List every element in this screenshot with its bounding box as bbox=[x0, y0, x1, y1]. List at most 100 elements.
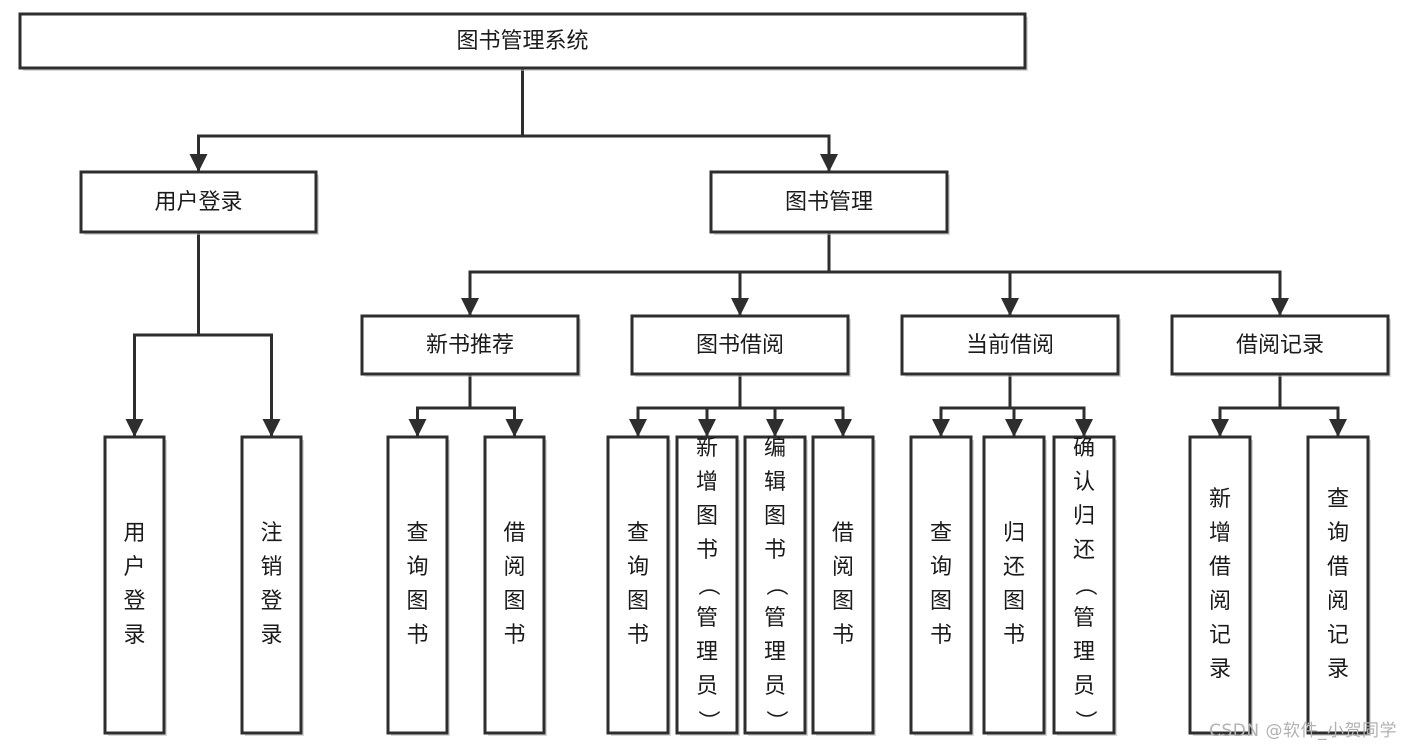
node-label-char: 查 bbox=[1327, 487, 1349, 512]
node-current-borrow[interactable]: 当前借阅 bbox=[900, 314, 1121, 377]
node-label: 图书管理系统 bbox=[456, 29, 588, 54]
arrow-head-icon bbox=[1271, 298, 1289, 316]
node-box[interactable] bbox=[709, 170, 949, 234]
node-label-char: ） bbox=[695, 710, 720, 732]
node-root[interactable]: 图书管理系统 bbox=[18, 12, 1028, 71]
node-new-book-recommend[interactable]: 新书推荐 bbox=[360, 314, 581, 377]
node-box[interactable] bbox=[1052, 435, 1116, 735]
arrow-head-icon bbox=[731, 298, 749, 316]
node-label-char: 书 bbox=[503, 623, 525, 648]
node-label-char: 编 bbox=[764, 436, 786, 461]
node-label: 图书管理 bbox=[785, 190, 873, 215]
node-borrow-record[interactable]: 借阅记录 bbox=[1170, 314, 1391, 377]
node-label-char: ） bbox=[1072, 710, 1097, 732]
node-label-char: 认 bbox=[1073, 470, 1095, 495]
node-label: 图书借阅 bbox=[696, 333, 784, 358]
arrow-head-icon bbox=[125, 419, 144, 437]
node-label-char: （ bbox=[1072, 574, 1097, 596]
node-label-char: 理 bbox=[1073, 640, 1095, 665]
node-box[interactable] bbox=[1188, 435, 1252, 735]
node-box[interactable] bbox=[240, 435, 303, 735]
node-box[interactable] bbox=[675, 435, 739, 735]
node-box[interactable] bbox=[982, 435, 1046, 735]
node-label-char: 书 bbox=[1003, 623, 1025, 648]
nodes-layer: 图书管理系统用户登录图书管理新书推荐图书借阅当前借阅借阅记录用户登录注销登录查询… bbox=[18, 12, 1391, 736]
node-label-char: 销 bbox=[260, 555, 282, 580]
arrow-head-icon bbox=[189, 154, 208, 172]
node-label-char: 阅 bbox=[1209, 589, 1231, 614]
node-label-char: 借 bbox=[832, 521, 854, 546]
node-label-char: 书 bbox=[627, 623, 649, 648]
node-box[interactable] bbox=[103, 435, 166, 735]
node-label-char: 图 bbox=[832, 589, 854, 614]
arrow-head-icon bbox=[629, 419, 647, 437]
node-label-char: 员 bbox=[1073, 674, 1095, 699]
node-label-char: 管 bbox=[764, 606, 786, 631]
node-box[interactable] bbox=[18, 12, 1027, 70]
node-box[interactable] bbox=[630, 314, 850, 376]
arrow-head-icon bbox=[1075, 419, 1093, 437]
node-user-login[interactable]: 用户登录 bbox=[79, 170, 319, 235]
node-box[interactable] bbox=[743, 435, 807, 735]
node-label-char: 录 bbox=[1209, 657, 1231, 682]
node-label-char: 归 bbox=[1003, 521, 1025, 546]
node-box[interactable] bbox=[483, 435, 546, 735]
node-box[interactable] bbox=[386, 435, 449, 735]
node-label-char: 书 bbox=[696, 538, 718, 563]
node-label-char: 书 bbox=[930, 623, 952, 648]
node-book-borrow[interactable]: 图书借阅 bbox=[630, 314, 851, 377]
node-label-char: 辑 bbox=[764, 470, 786, 495]
node-box[interactable] bbox=[1170, 314, 1390, 376]
node-label-char: 归 bbox=[1073, 504, 1095, 529]
arrow-head-icon bbox=[1001, 298, 1019, 316]
arrow-head-icon bbox=[262, 419, 281, 437]
node-label-char: 书 bbox=[406, 623, 428, 648]
node-box[interactable] bbox=[360, 314, 580, 376]
arrow-head-icon bbox=[1329, 419, 1347, 437]
node-label-char: 图 bbox=[696, 504, 718, 529]
node-box[interactable] bbox=[79, 170, 318, 234]
node-label-char: 还 bbox=[1073, 538, 1095, 563]
node-label-char: 借 bbox=[503, 521, 525, 546]
node-box[interactable] bbox=[606, 435, 670, 735]
node-label-char: 查 bbox=[406, 521, 428, 546]
node-label-char: 管 bbox=[696, 606, 718, 631]
node-label-char: 借 bbox=[1327, 555, 1349, 580]
node-leaf-user-login[interactable]: 用户登录 bbox=[103, 435, 167, 736]
node-box[interactable] bbox=[900, 314, 1120, 376]
node-book-manage[interactable]: 图书管理 bbox=[709, 170, 950, 235]
node-label-char: 书 bbox=[764, 538, 786, 563]
arrow-head-icon bbox=[1005, 419, 1023, 437]
node-label-char: （ bbox=[695, 574, 720, 596]
node-label-char: 询 bbox=[627, 555, 649, 580]
node-label-char: 登 bbox=[260, 589, 282, 614]
node-label-char: 记 bbox=[1327, 623, 1349, 648]
node-box[interactable] bbox=[811, 435, 875, 735]
node-label-char: 借 bbox=[1209, 555, 1231, 580]
node-box[interactable] bbox=[1306, 435, 1370, 735]
node-label-char: 阅 bbox=[1327, 589, 1349, 614]
node-box[interactable] bbox=[909, 435, 973, 735]
node-label-char: 图 bbox=[627, 589, 649, 614]
node-label-char: 还 bbox=[1003, 555, 1025, 580]
node-label-char: 询 bbox=[1327, 521, 1349, 546]
arrow-head-icon bbox=[408, 419, 427, 437]
node-label-char: 员 bbox=[764, 674, 786, 699]
node-label: 当前借阅 bbox=[966, 333, 1054, 358]
node-label-char: 新 bbox=[1209, 487, 1231, 512]
node-label-char: 阅 bbox=[503, 555, 525, 580]
